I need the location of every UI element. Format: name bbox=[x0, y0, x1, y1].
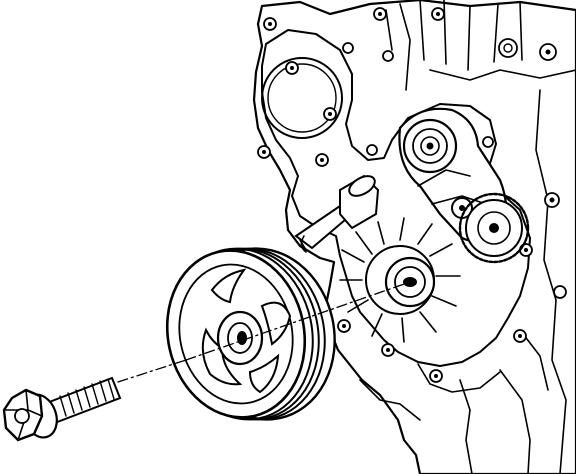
bolt-head-15 bbox=[429, 369, 443, 383]
crankshaft-sprocket-seal bbox=[339, 217, 461, 343]
bolt-head-11 bbox=[342, 42, 354, 54]
bolt-head-8 bbox=[498, 38, 518, 58]
bolt-head-3 bbox=[315, 153, 329, 167]
bolt-head-10 bbox=[366, 144, 378, 156]
cover-bolts bbox=[257, 7, 567, 383]
bolt-head-12 bbox=[382, 50, 394, 62]
bolt-head-16 bbox=[513, 329, 527, 343]
bolt-head-7 bbox=[431, 7, 445, 21]
bolt-head-19 bbox=[553, 285, 567, 299]
bolt-head-4 bbox=[257, 145, 271, 159]
crankshaft-pulley bbox=[165, 247, 336, 421]
bolt-head-1 bbox=[285, 61, 299, 75]
bolt-head-9 bbox=[539, 43, 557, 61]
bolt-head-6 bbox=[373, 7, 387, 21]
crankshaft-bolt bbox=[2, 376, 122, 442]
bolt-head-13 bbox=[337, 319, 351, 333]
idler-gear bbox=[458, 192, 530, 264]
bolt-head-20 bbox=[482, 136, 494, 148]
bolt-head-5 bbox=[263, 17, 277, 31]
engine-front-cover bbox=[252, 0, 576, 474]
oil-filler-neck bbox=[294, 174, 380, 253]
bolt-head-18 bbox=[544, 192, 560, 208]
bolt-head-14 bbox=[381, 343, 395, 357]
bolt-head-2 bbox=[323, 107, 337, 121]
assembly-centerline bbox=[117, 281, 411, 383]
